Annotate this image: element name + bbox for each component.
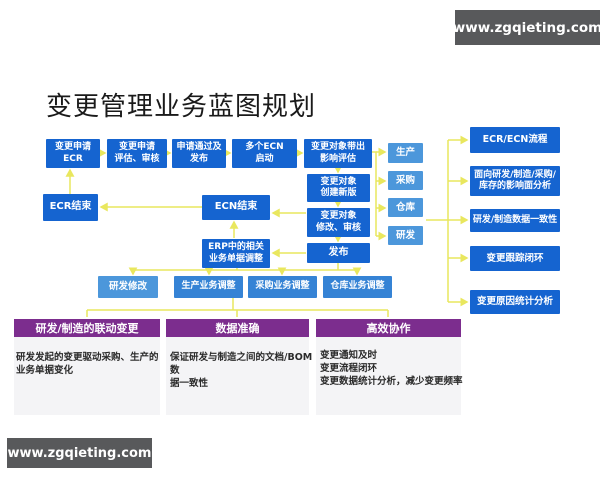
- page-title: 变更管理业务蓝图规划: [46, 92, 317, 122]
- bottom-row-connectors: [128, 263, 362, 276]
- benefit-reason-statistics: 变更原因统计分析: [470, 290, 560, 314]
- section-panel-1: [14, 337, 160, 415]
- benefit-impact-analysis: 面向研发/制造/采购/ 库存的影响面分析: [470, 166, 560, 196]
- section-body-linked-change: 研发发起的变更驱动采购、生产的 业务单据变化: [16, 352, 159, 376]
- node-ecr-request: 变更申请 ECR: [46, 139, 100, 168]
- node-warehouse-adjust: 仓库业务调整: [323, 276, 392, 298]
- watermark-top: www.zgqieting.com: [453, 10, 600, 45]
- node-erp-adjust: ERP中的相关 业务单据调整: [202, 239, 270, 268]
- node-approve-publish: 申请通过及 发布: [172, 139, 226, 168]
- node-dept-warehouse: 仓库: [388, 198, 423, 217]
- node-create-new-version: 变更对象 创建新版: [307, 174, 370, 202]
- section-connectors: [86, 298, 389, 317]
- benefit-ecr-ecn-process: ECR/ECN流程: [470, 127, 560, 153]
- node-impact-eval: 变更对象带出 影响评估: [304, 139, 372, 168]
- section-panel-3: [316, 337, 461, 415]
- section-header-linked-change: 研发/制造的联动变更: [14, 319, 160, 337]
- node-modify-review: 变更对象 修改、审核: [307, 208, 370, 237]
- benefit-connectors: [426, 135, 469, 307]
- node-multi-ecn-start: 多个ECN 启动: [232, 139, 297, 168]
- node-rd-modify: 研发修改: [98, 276, 158, 298]
- section-body-efficient-collab: 变更通知及时 变更流程闭环 变更数据统计分析，减少变更频率: [320, 350, 463, 387]
- node-purchasing-adjust: 采购业务调整: [248, 276, 317, 298]
- section-header-data-accuracy: 数据准确: [166, 319, 309, 337]
- node-dept-purchasing: 采购: [388, 171, 423, 190]
- section-panel-2: [166, 337, 309, 415]
- loop-arrows: [65, 168, 306, 258]
- section-header-efficient-collab: 高效协作: [316, 319, 461, 337]
- node-dept-production: 生产: [388, 143, 423, 163]
- section-body-data-accuracy: 保证研发与制造之间的文档/BOM数 据一致性: [170, 352, 313, 389]
- node-ecr-review: 变更申请 评估、审核: [107, 139, 167, 168]
- node-ecn-end: ECN结束: [202, 195, 270, 220]
- node-publish: 发布: [307, 243, 370, 263]
- node-dept-rd: 研发: [388, 226, 423, 245]
- watermark-bottom: www.zgqieting.com: [7, 438, 152, 468]
- node-ecr-end: ECR结束: [43, 194, 98, 221]
- benefit-data-consistency: 研发/制造数据一致性: [470, 209, 560, 232]
- dept-connectors: [372, 147, 387, 241]
- node-production-adjust: 生产业务调整: [174, 276, 243, 298]
- benefit-tracking-loop: 变更跟踪闭环: [470, 246, 560, 271]
